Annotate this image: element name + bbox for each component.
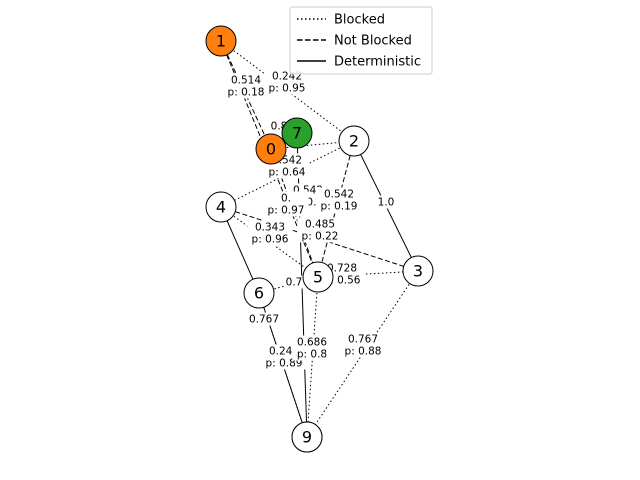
node-label: 6 (254, 284, 264, 303)
edge-3-9 (306, 270, 419, 438)
node-circle (255, 133, 287, 165)
legend: Blocked Not Blocked Deterministic (289, 6, 433, 75)
edge-label-bg (316, 187, 362, 213)
node-circle (205, 191, 237, 223)
edge-weight-label: 0.7 (286, 277, 303, 289)
legend-label-not-blocked: Not Blocked (334, 34, 412, 49)
edge-label-bg (340, 332, 386, 358)
node-6: 6 (243, 277, 275, 309)
node-layer: 0123456789 (205, 25, 434, 453)
node-circle (281, 117, 313, 149)
edge-label-bg (375, 195, 397, 209)
node-9: 9 (291, 421, 323, 453)
node-label: 1 (216, 32, 226, 51)
edge-probability-label: p: 0.8 (297, 349, 327, 361)
edge-probability-label: p: 0.97 (268, 205, 305, 217)
edge-label-2-3: 1.0 (375, 195, 397, 209)
edge-weight-label: 1.0 (378, 197, 395, 209)
edge-label-bg (247, 220, 293, 246)
edge-label-6-5: 0.7 (283, 275, 305, 289)
edge-label-bg (247, 312, 281, 326)
node-label: 7 (292, 124, 302, 143)
node-3: 3 (402, 255, 434, 287)
node-7: 7 (281, 117, 313, 149)
edge-1-0 (220, 40, 272, 150)
node-circle (291, 421, 323, 453)
edge-weight-label: 0.767 (348, 334, 378, 346)
node-label: 0 (266, 140, 276, 159)
edge-weight-label: 0. (281, 193, 291, 205)
edge-label-bg (223, 73, 269, 99)
edge-label-bg (297, 217, 343, 243)
node-1: 1 (205, 25, 237, 57)
node-label: 2 (349, 132, 359, 151)
node-circle (338, 125, 370, 157)
edge-probability-label: p: 0.19 (321, 201, 358, 213)
node-circle (205, 25, 237, 57)
edge-weight-label: 0.767 (249, 314, 279, 326)
edge-4-3 (220, 206, 419, 272)
edge-weight-label: 0.343 (255, 222, 285, 234)
node-circle (243, 277, 275, 309)
legend-label-blocked: Blocked (334, 13, 385, 28)
edge-probability-label: p: 0.88 (345, 346, 382, 358)
node-label: 9 (302, 428, 312, 447)
edge-label-0-5: 0.p: 0.97 (263, 191, 309, 217)
node-label: 3 (413, 262, 423, 281)
node-2: 2 (338, 125, 370, 157)
edge-2-4 (220, 140, 355, 208)
edge-probability-label: p: 0.22 (302, 231, 339, 243)
edge-weight-label: 0.485 (305, 219, 335, 231)
node-4: 4 (205, 191, 237, 223)
legend-box (289, 6, 433, 75)
node-label: 4 (216, 198, 226, 217)
edge-label-bg (283, 275, 305, 289)
edge-label-bg (292, 335, 332, 361)
edge-4-6 (220, 206, 260, 294)
legend-label-deterministic: Deterministic (334, 55, 421, 70)
edge-probability-label: p: 0.18 (228, 87, 265, 99)
node-5: 5 (302, 261, 334, 293)
node-label: 5 (313, 268, 323, 287)
edge-weight-label: 0.728 (327, 263, 357, 275)
edge-probability-label: p: 0.96 (252, 234, 289, 246)
edge-label-bg (263, 191, 309, 217)
edge-weight-label: 0.542 (324, 189, 354, 201)
edge-label-6-9: 0.767 (247, 312, 281, 326)
edge-probability-label: p: 0.95 (269, 83, 306, 95)
node-circle (302, 261, 334, 293)
edge-weight-label: 0.686 (297, 337, 327, 349)
node-0: 0 (255, 133, 287, 165)
edge-weight-label: 0.242 (269, 346, 299, 358)
node-circle (402, 255, 434, 287)
edge-weight-label: 0.514 (231, 75, 261, 87)
edge-probability-label: p: 0.64 (269, 167, 306, 179)
